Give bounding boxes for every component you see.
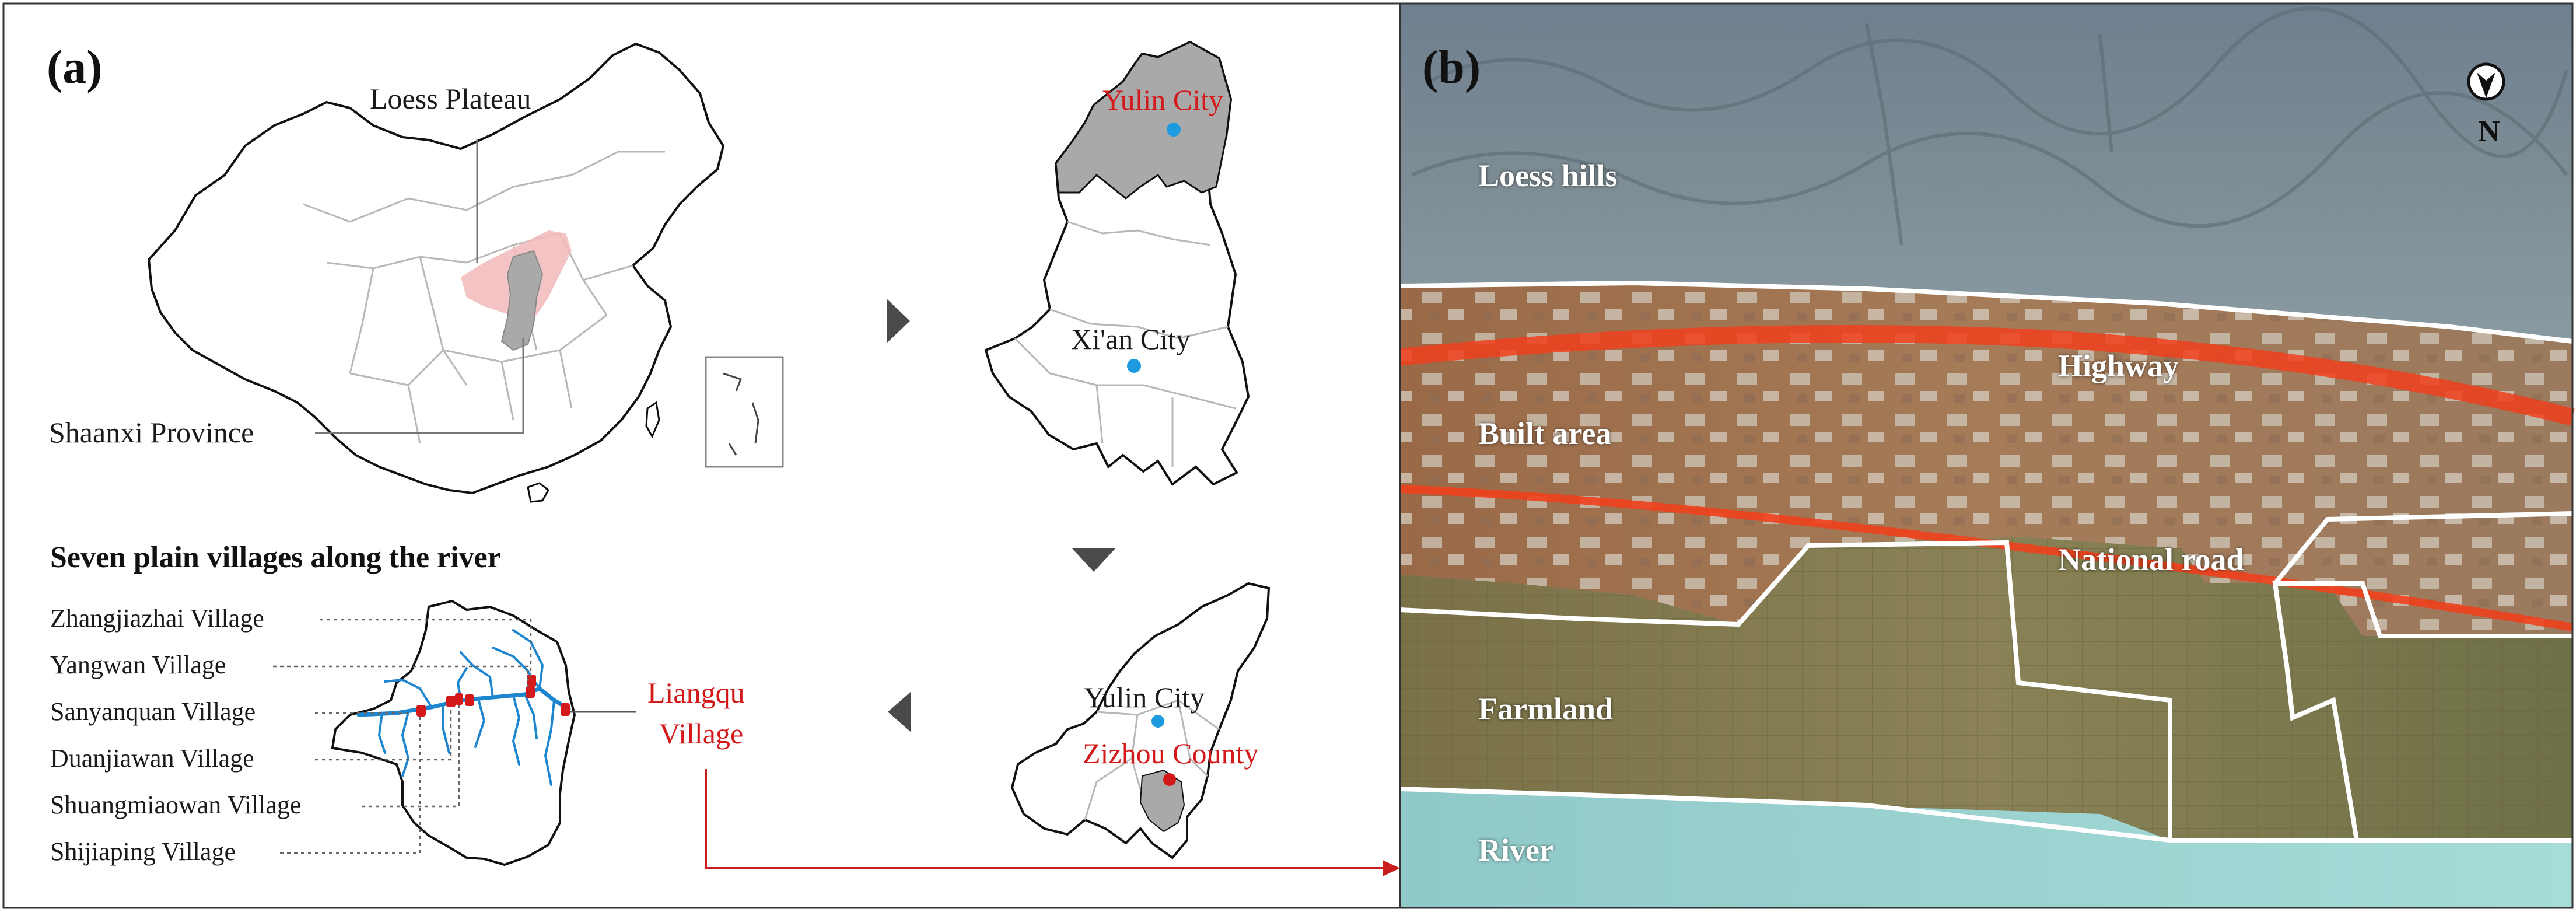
- village-marker-shijiaping: [416, 705, 426, 717]
- shaanxi-leader-line: [315, 338, 524, 434]
- boundary-farm-inner: [2272, 511, 2573, 841]
- village-label-shijiaping: Shijiaping Village: [50, 837, 236, 866]
- north-arrow-needle: [2477, 72, 2496, 98]
- village-label-zhangjiazhai: Zhangjiazhai Village: [50, 604, 264, 633]
- farmland-label: Farmland: [1478, 691, 1614, 726]
- inset-islands: [723, 372, 760, 456]
- boundary-farmland-river: [1399, 787, 2171, 843]
- tributaries: [377, 629, 555, 786]
- leader-zhangjiazhai: [320, 619, 532, 677]
- village-marker-shuangmiaowan: [455, 693, 463, 705]
- china-map: [147, 42, 784, 503]
- taiwan-island: [645, 401, 660, 439]
- liangqu-village-label-line2: Village: [659, 717, 744, 750]
- village-marker-liangqu: [561, 703, 570, 716]
- liangqu-to-aerial-arrow: [705, 769, 1382, 869]
- panel-b-frame: [1399, 2, 2574, 909]
- panel-b-label: (b): [1422, 40, 1481, 93]
- zizhou-county-dot: [1163, 773, 1176, 786]
- built-houses-texture: [1400, 283, 2572, 636]
- shaanxi-province-label: Shaanxi Province: [49, 416, 254, 449]
- yulin-city-dot: [1167, 123, 1181, 137]
- shaanxi-internal-boundaries: [1014, 221, 1236, 467]
- boundary-built-farmland: [1399, 540, 2572, 843]
- village-label-yangwan: Yangwan Village: [50, 651, 226, 679]
- leader-yangwan: [273, 665, 529, 687]
- seven-villages-title: Seven plain villages along the river: [50, 541, 501, 574]
- yulin-city-label-red: Yulin City: [1102, 83, 1223, 116]
- zizhou-village-map: [273, 599, 636, 866]
- loess-plateau-label: Loess Plateau: [370, 82, 531, 115]
- village-label-sanyanquan: Sanyanquan Village: [50, 697, 256, 726]
- north-arrow-icon: [2467, 62, 2505, 101]
- aerial-photo: [1399, 4, 2575, 908]
- liangqu-village-label-line1: Liangqu: [648, 676, 745, 709]
- highway-road: [1399, 325, 2575, 426]
- shaanxi-map: [984, 40, 1250, 486]
- leader-duanjiawan: [315, 707, 452, 761]
- zone-river: [1400, 791, 2572, 908]
- national-road: [1399, 485, 2574, 631]
- yulin-map: [1010, 582, 1270, 859]
- yulin-outline: [1010, 582, 1270, 859]
- xian-city-dot: [1127, 359, 1141, 373]
- river-network: [356, 629, 571, 786]
- river-label: River: [1478, 833, 1553, 868]
- yulin-city-dot-2: [1152, 715, 1164, 728]
- village-marker-yangwan: [526, 686, 535, 698]
- village-marker-zhangjiazhai: [527, 675, 536, 687]
- highway-label: Highway: [2058, 348, 2179, 383]
- yulin-city-label: Yulin City: [1084, 681, 1205, 714]
- arrow-right-icon: [887, 299, 910, 343]
- zone-loess-hills: [1400, 4, 2572, 341]
- village-markers: [416, 675, 570, 717]
- north-label: N: [2478, 115, 2500, 148]
- zizhou-county-label: Zizhou County: [1083, 737, 1259, 770]
- village-label-shuangmiaowan: Shuangmiaowan Village: [50, 791, 302, 819]
- xian-city-label: Xi'an City: [1071, 323, 1191, 355]
- village-leader-lines: [273, 619, 532, 854]
- south-china-sea-inset: [705, 356, 784, 468]
- village-label-duanjiawan: Duanjiawan Village: [50, 744, 254, 773]
- village-marker-sanyanquan: [465, 694, 474, 706]
- red-arrowhead-icon: [1382, 860, 1400, 876]
- shaanxi-region: [501, 250, 544, 351]
- hill-texture: [1410, 6, 2568, 246]
- leader-shijiaping: [280, 717, 421, 854]
- boundary-hills-built: [1399, 280, 2573, 344]
- arrow-left-icon: [888, 691, 911, 732]
- national-road-label: National road: [2058, 542, 2244, 577]
- village-marker-duanjiawan: [446, 696, 456, 707]
- arrow-down-icon: [1072, 548, 1115, 572]
- panel-a-label: (a): [47, 40, 103, 93]
- yulin-internal-boundaries: [1084, 699, 1220, 820]
- built-area-label: Built area: [1478, 416, 1612, 451]
- hainan-island: [527, 482, 550, 503]
- loess-hills-label: Loess hills: [1478, 158, 1618, 193]
- yulin-region-highlight: [1055, 41, 1232, 200]
